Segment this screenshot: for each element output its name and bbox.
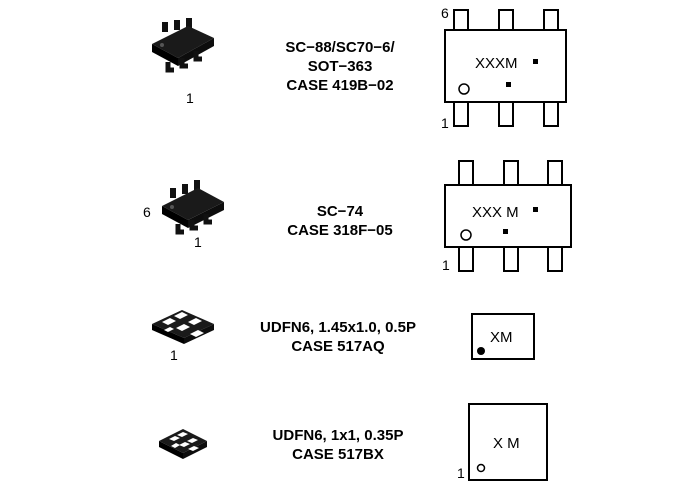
sc74-marking-text: XXX M	[472, 204, 519, 221]
sc88-photo-pin1-label: 1	[186, 90, 194, 106]
udfn6-517bx-marking-diagram: X M 1	[457, 403, 548, 481]
sc88-marking-pin1-label: 1	[441, 115, 449, 131]
sc88-marking-pin6-label: 6	[441, 5, 449, 21]
sc74-marking-diagram: XXX M 1	[442, 160, 572, 273]
title-line: CASE 318F−05	[287, 222, 393, 239]
sc74-marking-pin1-label: 1	[442, 257, 450, 273]
udfn6-517bx-marking-text: X M	[493, 435, 520, 452]
title-line: CASE 517AQ	[291, 338, 385, 355]
udfn6-517bx-package-title: UDFN6, 1x1, 0.35P CASE 517BX	[238, 426, 438, 464]
sc74-photo-pin6-label: 6	[143, 204, 151, 220]
udfn6-517aq-photo-pin1-label: 1	[170, 347, 178, 363]
sc88-package-photo	[152, 18, 214, 73]
udfn6-517aq-package-title: UDFN6, 1.45x1.0, 0.5P CASE 517AQ	[238, 318, 438, 356]
title-line: SOT−363	[307, 58, 373, 75]
title-line: SC−88/SC70−6/	[285, 39, 395, 56]
sc88-marking-text: XXXM	[475, 55, 518, 72]
udfn6-517bx-package-photo	[159, 429, 207, 459]
sc74-photo-pin1-label: 1	[194, 234, 202, 250]
title-line: CASE 419B−02	[286, 77, 394, 94]
sc74-package-photo	[162, 180, 224, 235]
title-line: SC−74	[316, 203, 364, 220]
udfn6-517aq-marking-text: XM	[490, 329, 513, 346]
title-line: CASE 517BX	[292, 446, 384, 463]
sc88-package-title: SC−88/SC70−6/ SOT−363 CASE 419B−02	[260, 38, 420, 95]
udfn6-517aq-package-photo	[152, 310, 214, 344]
title-line: UDFN6, 1.45x1.0, 0.5P	[260, 319, 416, 336]
udfn6-517bx-marking-pin1-label: 1	[457, 465, 465, 481]
sc74-package-title: SC−74 CASE 318F−05	[260, 202, 420, 240]
title-line: UDFN6, 1x1, 0.35P	[272, 427, 404, 444]
sc88-marking-diagram: XXXM 6 1	[441, 5, 567, 131]
udfn6-517aq-marking-diagram: XM	[471, 313, 535, 360]
